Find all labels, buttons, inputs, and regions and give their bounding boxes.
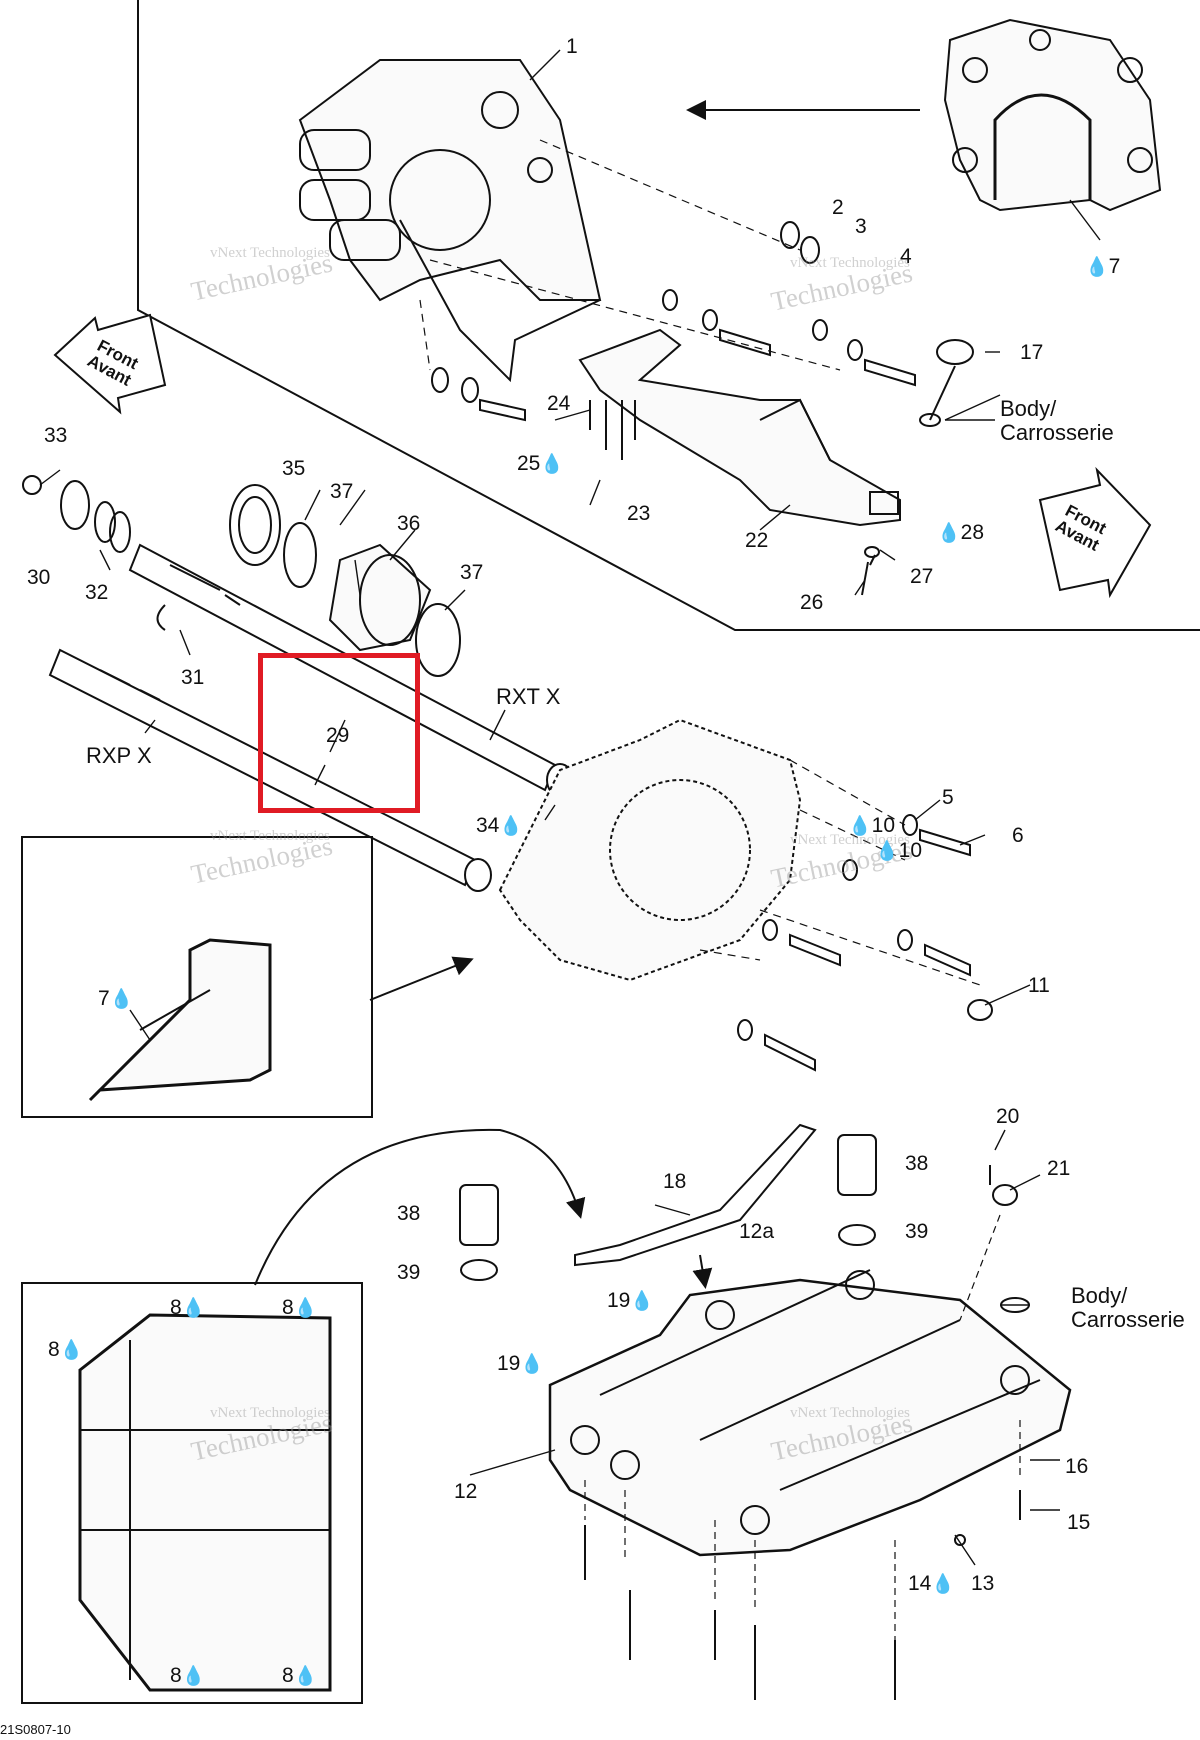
drawing-code: 21S0807-10: [0, 1722, 71, 1737]
callout-32: 32: [85, 581, 109, 604]
oil-drop-icon: 💧: [1085, 257, 1109, 278]
callout-37-top: 37: [330, 480, 354, 503]
callout-2: 2: [832, 196, 844, 219]
callout-11: 11: [1028, 974, 1050, 997]
callout-37-right: 37: [460, 561, 484, 584]
top-section-frame: [137, 0, 1200, 631]
callout-38-left: 38: [397, 1202, 421, 1225]
callout-12a: 12a: [739, 1220, 775, 1243]
bracket-part-22: [578, 328, 901, 527]
callout-27: 27: [910, 565, 934, 588]
callout-4: 4: [900, 245, 912, 268]
callout-36: 36: [397, 512, 421, 535]
callout-14: 14💧: [908, 1572, 956, 1595]
oil-drop-icon: 💧: [181, 1666, 206, 1687]
front-arrow-right: [1038, 466, 1152, 599]
callout-17: 17: [1020, 341, 1044, 364]
carrosserie-label-top: Carrosserie: [1000, 420, 1114, 445]
oil-drop-icon: 💧: [59, 1340, 84, 1361]
rxt-label: RXT X: [496, 684, 561, 709]
callout-3: 3: [855, 215, 867, 238]
callout-13: 13: [971, 1572, 995, 1595]
oil-drop-icon: 💧: [181, 1298, 206, 1319]
callout-16: 16: [1065, 1455, 1089, 1478]
callout-8-bottom-left: 8💧: [170, 1664, 206, 1687]
callout-39-right: 39: [905, 1220, 929, 1243]
middle-housing: [498, 718, 802, 982]
side-view-inset: [21, 836, 373, 1118]
body-label-bottom: Body/: [1071, 1283, 1128, 1308]
strip-18: [574, 1123, 817, 1267]
leader-lines: [39, 49, 1101, 1566]
oil-drop-icon: 💧: [931, 1574, 956, 1595]
top-washers-bolts: [431, 221, 916, 422]
nozzles: [459, 1134, 877, 1281]
callout-8-top-right: 8💧: [282, 1296, 318, 1319]
oil-drop-icon: 💧: [499, 816, 524, 837]
callout-23: 23: [627, 502, 651, 525]
housing-rear-view: [943, 18, 1162, 212]
oil-drop-icon: 💧: [875, 841, 899, 862]
callout-21: 21: [1047, 1157, 1071, 1180]
ride-plate: [548, 1269, 1072, 1557]
oil-drop-icon: 💧: [848, 816, 872, 837]
callout-19-top: 19💧: [607, 1289, 655, 1312]
oil-drop-icon: 💧: [540, 454, 565, 475]
callout-39-left: 39: [397, 1261, 421, 1284]
oil-drop-icon: 💧: [293, 1298, 318, 1319]
callout-19-left: 19💧: [497, 1352, 545, 1375]
callout-30: 30: [27, 566, 51, 589]
callout-10-top: 💧10: [848, 814, 896, 837]
callout-12: 12: [454, 1480, 478, 1503]
plug-17: [936, 339, 974, 365]
rxp-label: RXP X: [86, 743, 152, 768]
callout-29: 29: [326, 724, 350, 747]
seal-parts: [22, 475, 461, 677]
callout-31: 31: [181, 666, 205, 689]
callout-15: 15: [1067, 1511, 1091, 1534]
callout-5: 5: [942, 786, 954, 809]
callout-25: 25💧: [517, 452, 565, 475]
callout-20: 20: [996, 1105, 1020, 1128]
callout-1: 1: [566, 35, 578, 58]
callout-8-top-left: 8💧: [170, 1296, 206, 1319]
callout-8-left: 8💧: [48, 1338, 84, 1361]
callout-34: 34💧: [476, 814, 524, 837]
oil-drop-icon: 💧: [520, 1354, 545, 1375]
callout-10-bottom: 💧10: [875, 839, 923, 862]
middle-bolts: [737, 814, 993, 1072]
oil-drop-icon: 💧: [293, 1666, 318, 1687]
front-arrow-left: [53, 313, 167, 415]
oil-drop-icon: 💧: [630, 1291, 655, 1312]
callout-26: 26: [800, 591, 824, 614]
callout-35: 35: [282, 457, 306, 480]
oil-drop-icon: 💧: [937, 523, 961, 544]
callout-7-top: 💧7: [1085, 255, 1121, 278]
callout-24: 24: [547, 392, 571, 415]
callout-8-bottom-right: 8💧: [282, 1664, 318, 1687]
bottom-plate-inset: [21, 1282, 363, 1704]
highlight-box-part-29: [258, 653, 420, 813]
callout-6: 6: [1012, 824, 1024, 847]
callout-18: 18: [663, 1170, 687, 1193]
callout-38-right: 38: [905, 1152, 929, 1175]
oil-drop-icon: 💧: [109, 989, 134, 1010]
callout-7-inset: 7💧: [98, 987, 134, 1010]
body-label-top: Body/: [1000, 396, 1057, 421]
callout-33: 33: [44, 424, 68, 447]
callout-22: 22: [745, 529, 769, 552]
housing-part-1: [298, 59, 602, 383]
carrosserie-label-bottom: Carrosserie: [1071, 1307, 1185, 1332]
callout-28: 💧28: [937, 521, 985, 544]
